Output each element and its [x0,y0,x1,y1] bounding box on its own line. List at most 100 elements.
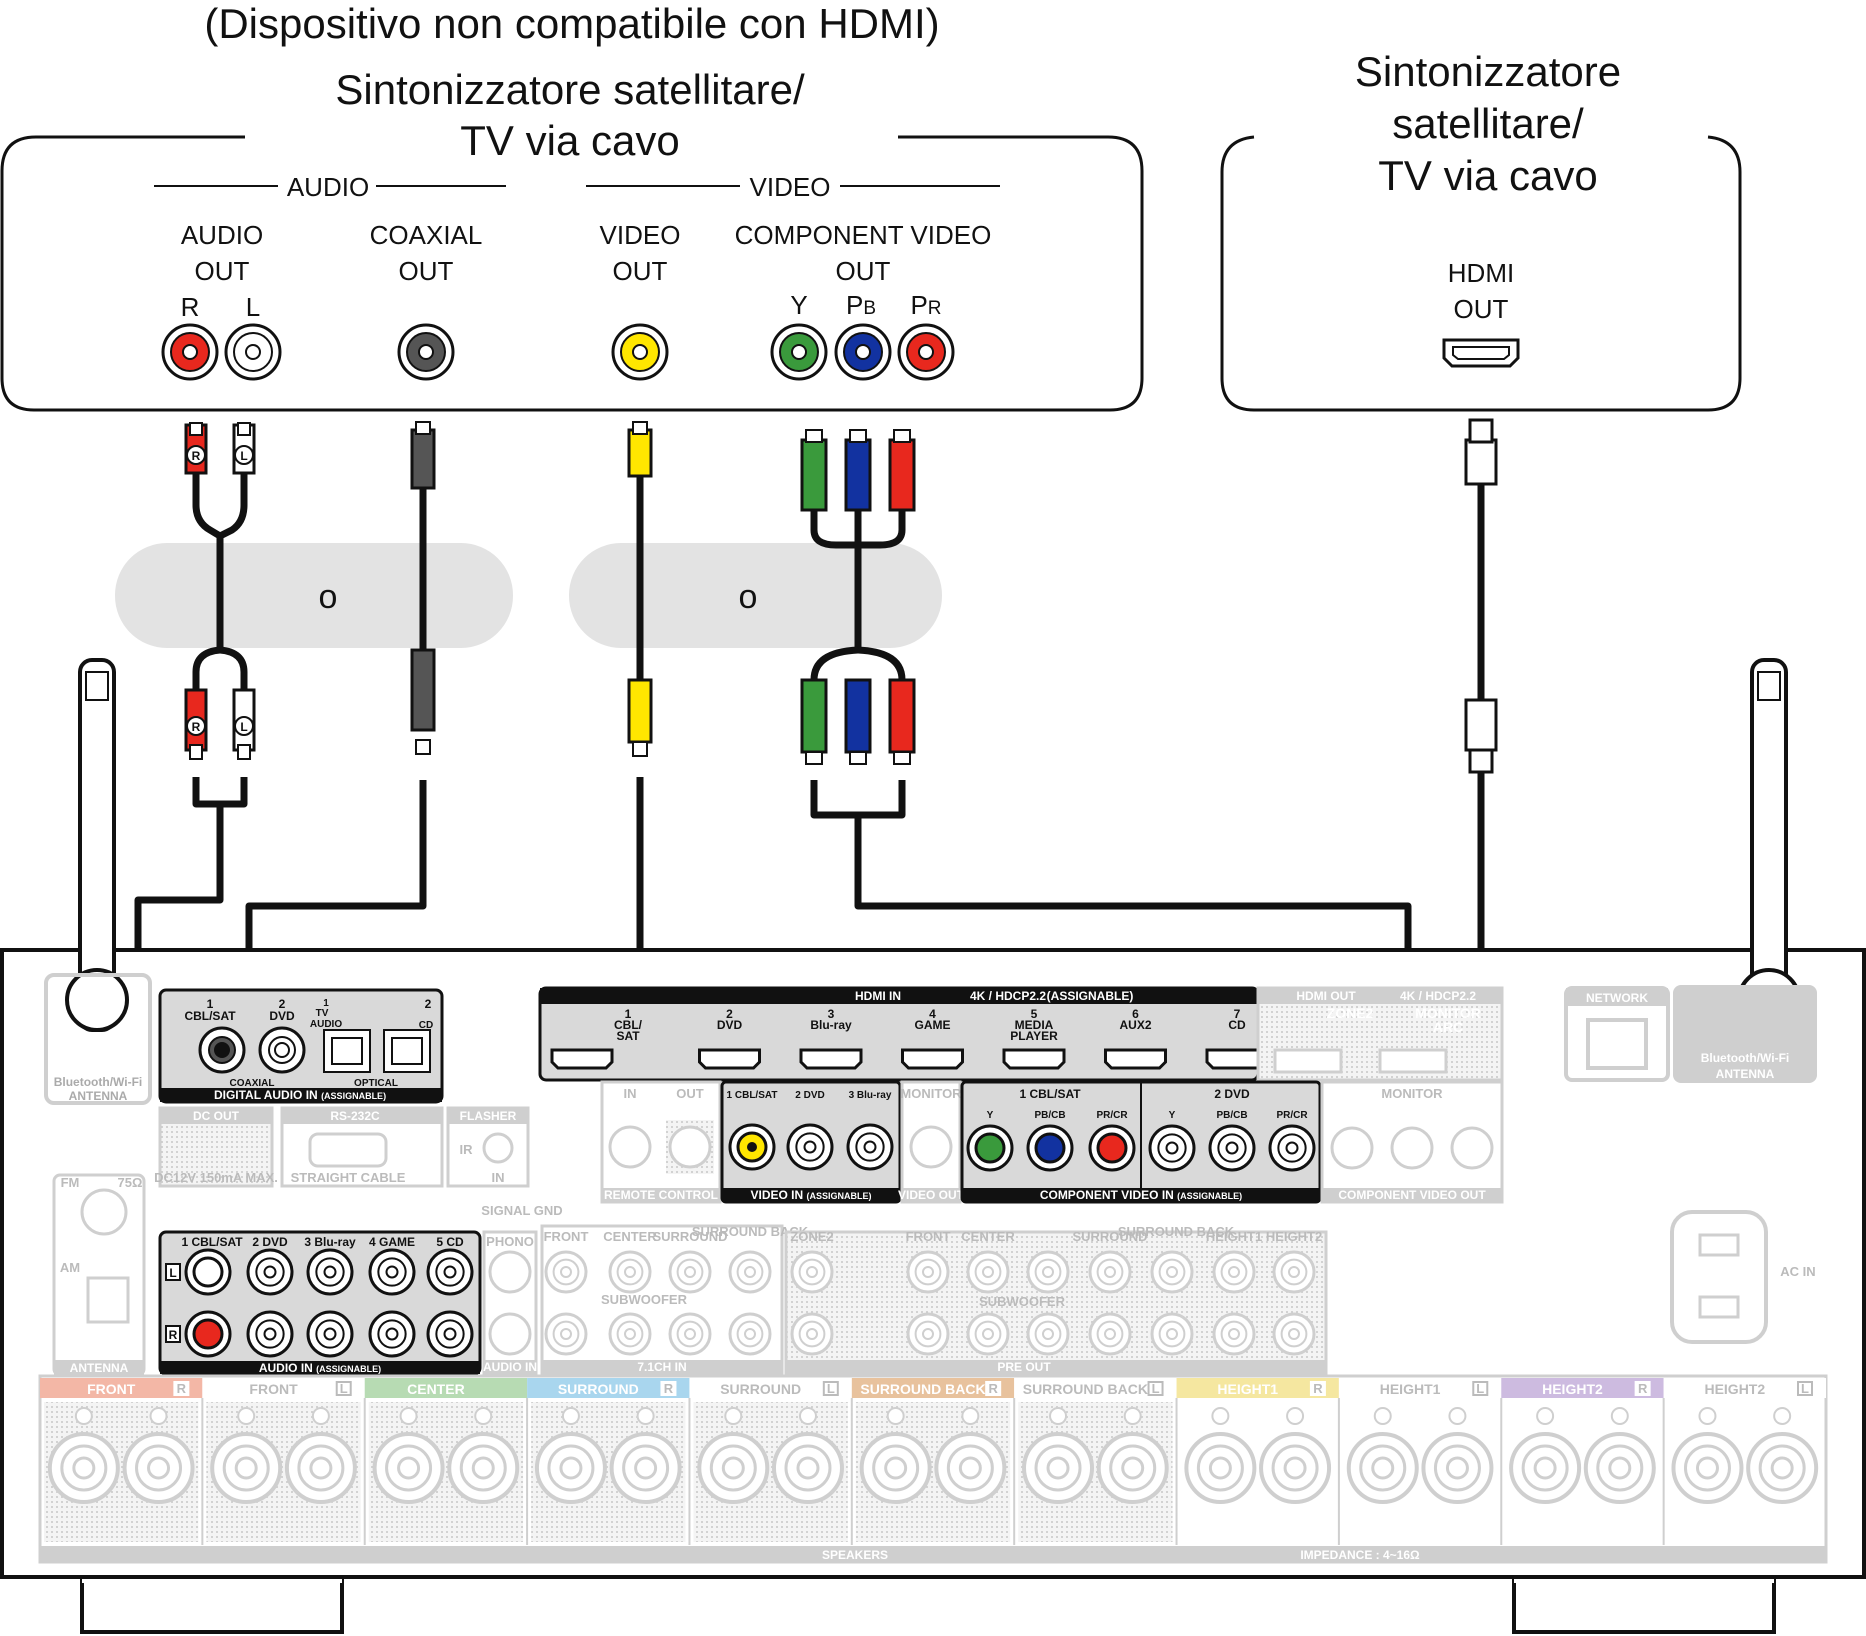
left-device-box [0,135,1144,412]
network-port [1586,1018,1648,1070]
svg-text:1: 1 [625,1007,632,1021]
antenna-label: ANTENNA [70,1361,129,1375]
svg-text:HEIGHT2: HEIGHT2 [1542,1381,1603,1397]
svg-text:R: R [1313,1381,1323,1396]
svg-text:5 CD: 5 CD [436,1235,464,1249]
svg-text:R: R [177,1381,187,1396]
audio-group-label: AUDIO [287,172,369,202]
video-out-recv-label: VIDEO OUT [898,1188,965,1202]
svg-text:OPTICAL: OPTICAL [354,1078,398,1089]
component-out-label-1: COMPONENT VIDEO [735,220,992,250]
digital-audio-in-panel: DIGITAL AUDIO IN (ASSIGNABLE) 1 CBL/SAT … [158,988,444,1104]
svg-text:SURROUND: SURROUND [558,1381,639,1397]
hdmi-out-label-2: OUT [1454,294,1509,324]
svg-text:(ASSIGNABLE): (ASSIGNABLE) [1047,989,1134,1003]
preout-jack-bottom-7 [1212,1312,1256,1356]
fm-label: FM [61,1175,80,1190]
svg-text:CD: CD [419,1020,433,1031]
audio-l-label: L [246,292,260,322]
preout-height1-label: HEIGHT1 [1206,1229,1262,1244]
svg-text:6: 6 [1132,1007,1139,1021]
straight-cable-label: STRAIGHT CABLE [291,1170,406,1185]
svg-text:FRONT: FRONT [249,1381,298,1397]
video-monitor-label: MONITOR [900,1086,962,1101]
ch71-jack-top-2 [608,1250,652,1294]
audio-in-3-r-jack [306,1310,354,1358]
rca-plug-red-top: R [184,422,208,475]
svg-text:Y: Y [1169,1110,1176,1121]
audio-in-2-r-jack [246,1310,294,1358]
svg-text:2 DVD: 2 DVD [795,1090,824,1101]
preout-jack-bottom-5 [1088,1312,1132,1356]
component-pb-jack [834,323,892,381]
speaker-terminal-9-2 [1421,1407,1494,1504]
svg-text:CD: CD [1228,1018,1246,1032]
or-pill-video [569,543,942,648]
audio-l-jack [224,323,282,381]
component-y-jack [770,323,828,381]
speaker-terminal-3-2 [447,1407,520,1504]
video-in-2-jack [786,1123,834,1171]
left-device-title-line1: Sintonizzatore satellitare/ [335,66,805,113]
fm-ohm-label: 75Ω [118,1175,143,1190]
remote-out-label: OUT [676,1086,704,1101]
svg-text:2 DVD: 2 DVD [1214,1087,1250,1101]
audio-r-label: R [181,292,200,322]
component-y-label: Y [790,290,807,320]
hdmi-in-ports: 1CBL/SAT2DVD3Blu-ray4GAME5MEDIAPLAYER6AU… [550,1007,1269,1070]
ch71-jack-bottom-2 [608,1312,652,1356]
preout-subwoofer-label: SUBWOOFER [979,1294,1066,1309]
speaker-terminal-4-1 [534,1407,607,1504]
speaker-terminal-2-1 [210,1407,283,1504]
svg-text:SURROUND BACK: SURROUND BACK [1023,1381,1148,1397]
component-pb-label: PB [846,290,876,320]
speaker-block-4: SURROUND R [526,1378,690,1545]
svg-text:R: R [664,1381,674,1396]
component-in-jack-4 [1148,1124,1196,1172]
svg-text:2: 2 [726,1007,733,1021]
or-label-audio: o [319,578,338,616]
hdmi-out-recv-label: HDMI OUT [1296,989,1356,1003]
speaker-terminal-10-1 [1509,1407,1582,1504]
ac-in-label: AC IN [1780,1264,1815,1279]
rca-plug-red-bottom: R [184,688,208,760]
rca-plug-white-bottom: L [232,688,256,760]
or-pill-audio [115,543,513,648]
preout-jack-top-8 [1272,1250,1316,1294]
bt-antenna-label-left-1: Bluetooth/Wi-Fi [54,1075,143,1089]
audio-in-4-l-jack [368,1248,416,1296]
ch71-surround-back-label: SURROUND BACK [692,1224,809,1239]
dc-out-label: DC OUT [193,1109,240,1123]
remote-in-label: IN [624,1086,637,1101]
preout-front-label: FRONT [906,1229,951,1244]
svg-text:3 Blu-ray: 3 Blu-ray [849,1090,892,1101]
video-plug-bottom [627,678,653,757]
ac-in-socket [1670,1210,1768,1344]
am-label: AM [60,1260,80,1275]
speaker-terminal-5-1 [697,1407,770,1504]
audio-in-plug-r: R [169,1328,178,1342]
preout-jack-bottom-1 [790,1312,834,1356]
flasher-label: FLASHER [460,1109,517,1123]
speaker-terminal-8-2 [1259,1407,1332,1504]
svg-text:DIGITAL AUDIO IN (ASSIGNABLE): DIGITAL AUDIO IN (ASSIGNABLE) [214,1088,386,1102]
speaker-terminal-11-2 [1746,1407,1819,1504]
audio-in-3-l-jack [306,1248,354,1296]
audio-in-4-r-jack [368,1310,416,1358]
speaker-terminal-4-2 [609,1407,682,1504]
coaxial-out-jack [397,323,455,381]
right-device-title-line3: TV via cavo [1378,152,1597,199]
monitor-arc-label-2: ARC [1433,1019,1463,1035]
svg-text:R: R [192,449,201,463]
svg-text:AUDIO IN (ASSIGNABLE): AUDIO IN (ASSIGNABLE) [259,1361,381,1375]
svg-text:PR/CR: PR/CR [1276,1110,1308,1121]
preout-center-label: CENTER [961,1229,1015,1244]
ch71-jack-bottom-3 [668,1312,712,1356]
svg-text:L: L [1801,1381,1809,1396]
svg-text:1 CBL/SAT: 1 CBL/SAT [727,1090,778,1101]
